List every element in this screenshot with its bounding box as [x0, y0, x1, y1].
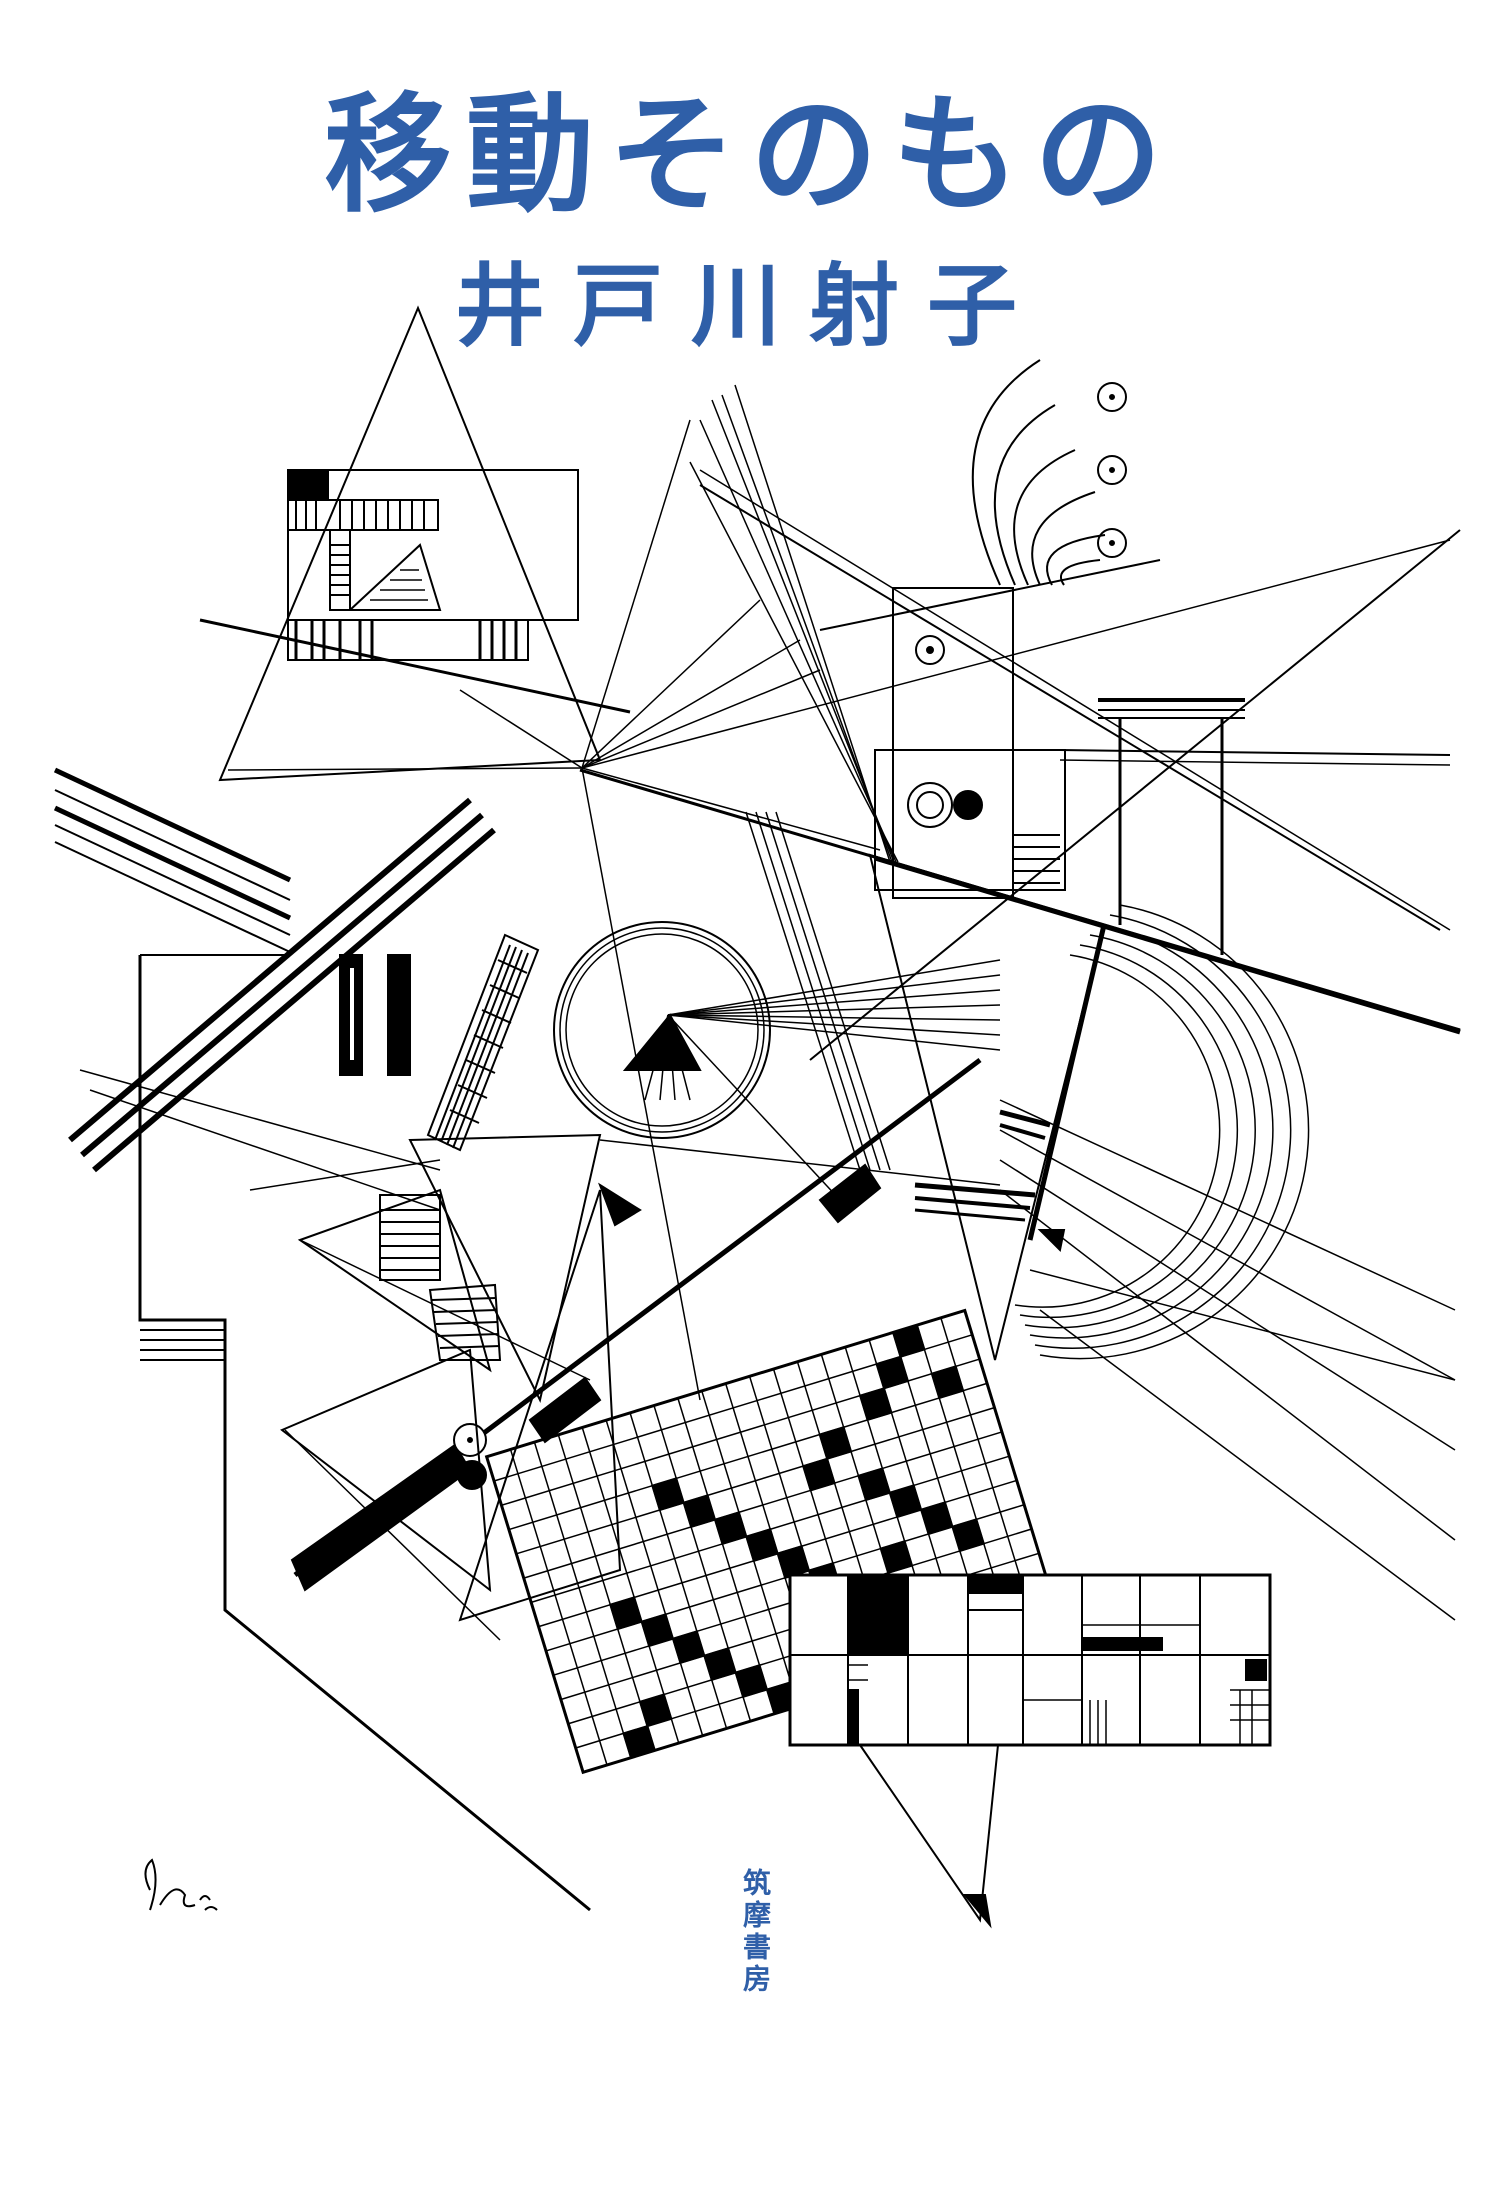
right-table-structure: [1059, 698, 1451, 955]
upper-diagonal-bar: [199, 618, 631, 714]
left-lower-lines: [284, 1239, 591, 1641]
left-mid-triangles: [280, 1133, 642, 1622]
top-fan: [689, 384, 1451, 931]
black-vertical-bars: [339, 954, 411, 1076]
publisher-name: 筑摩書房: [739, 1868, 772, 1996]
author-name: 井戸川射子: [455, 254, 1045, 359]
left-stripes: [53, 767, 292, 953]
top-right-long-lines: [699, 484, 1461, 1061]
top-left-structure: [287, 469, 579, 661]
left-striped-blocks: [379, 1194, 502, 1361]
main-black-diagonal: [290, 1058, 982, 1592]
left-outline-shape: [138, 954, 591, 1912]
right-mid-stripes: [914, 1109, 1066, 1253]
right-arcs: [1014, 904, 1310, 1360]
right-diagonal-bar: [579, 768, 1461, 1035]
right-tall-box: [892, 587, 1014, 899]
center-striped-bar: [426, 933, 540, 1152]
right-box-circle: [874, 749, 1066, 891]
left-mid-lines: [79, 1069, 1001, 1211]
top-right-arcs: [971, 359, 1127, 586]
mondrian-block: [788, 1573, 1272, 1747]
bottom-triangle: [859, 1744, 999, 1929]
right-triangle: [868, 853, 1107, 1361]
right-long-lines: [999, 1099, 1456, 1621]
left-triple-diagonal: [68, 797, 496, 1173]
artist-signature: [144, 1858, 218, 1911]
center-circle: [553, 921, 1001, 1201]
book-title: 移動そのもの: [323, 81, 1176, 230]
center-fan: [227, 419, 1451, 1401]
right-fan: [745, 811, 891, 1171]
top-triangle: [218, 305, 602, 782]
